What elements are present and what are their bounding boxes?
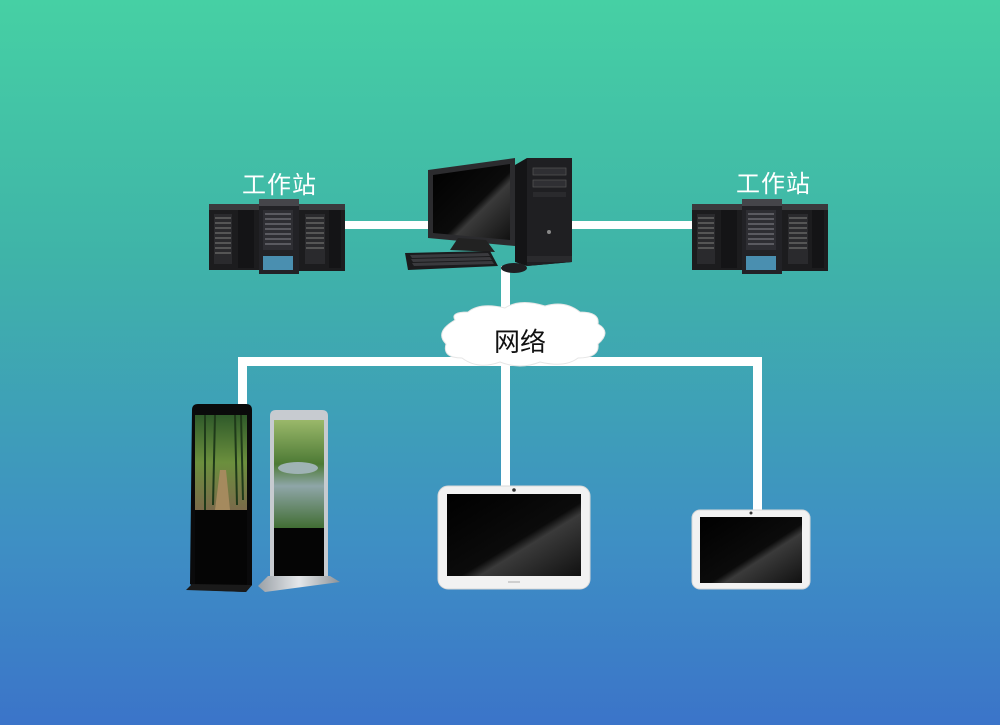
connector-drop-large-tablet: [501, 357, 510, 487]
cloud-icon: [441, 302, 606, 367]
connector-center-down: [501, 266, 510, 320]
tablet-icon: [437, 485, 591, 590]
connector-drop-kiosk: [238, 357, 247, 413]
desktop-computer-icon: [405, 158, 572, 273]
tablet-icon: [691, 509, 811, 590]
network-label: 网络: [494, 328, 547, 358]
connector-drop-small-tablet: [753, 357, 762, 514]
connector-right: [572, 221, 694, 229]
server-rack-icon: [209, 199, 345, 274]
right-workstation-label: 工作站: [736, 170, 811, 198]
server-rack-icon: [692, 199, 828, 274]
connector-left: [345, 221, 430, 229]
kiosk-display-icon: [186, 404, 340, 592]
left-workstation-label: 工作站: [242, 171, 317, 199]
